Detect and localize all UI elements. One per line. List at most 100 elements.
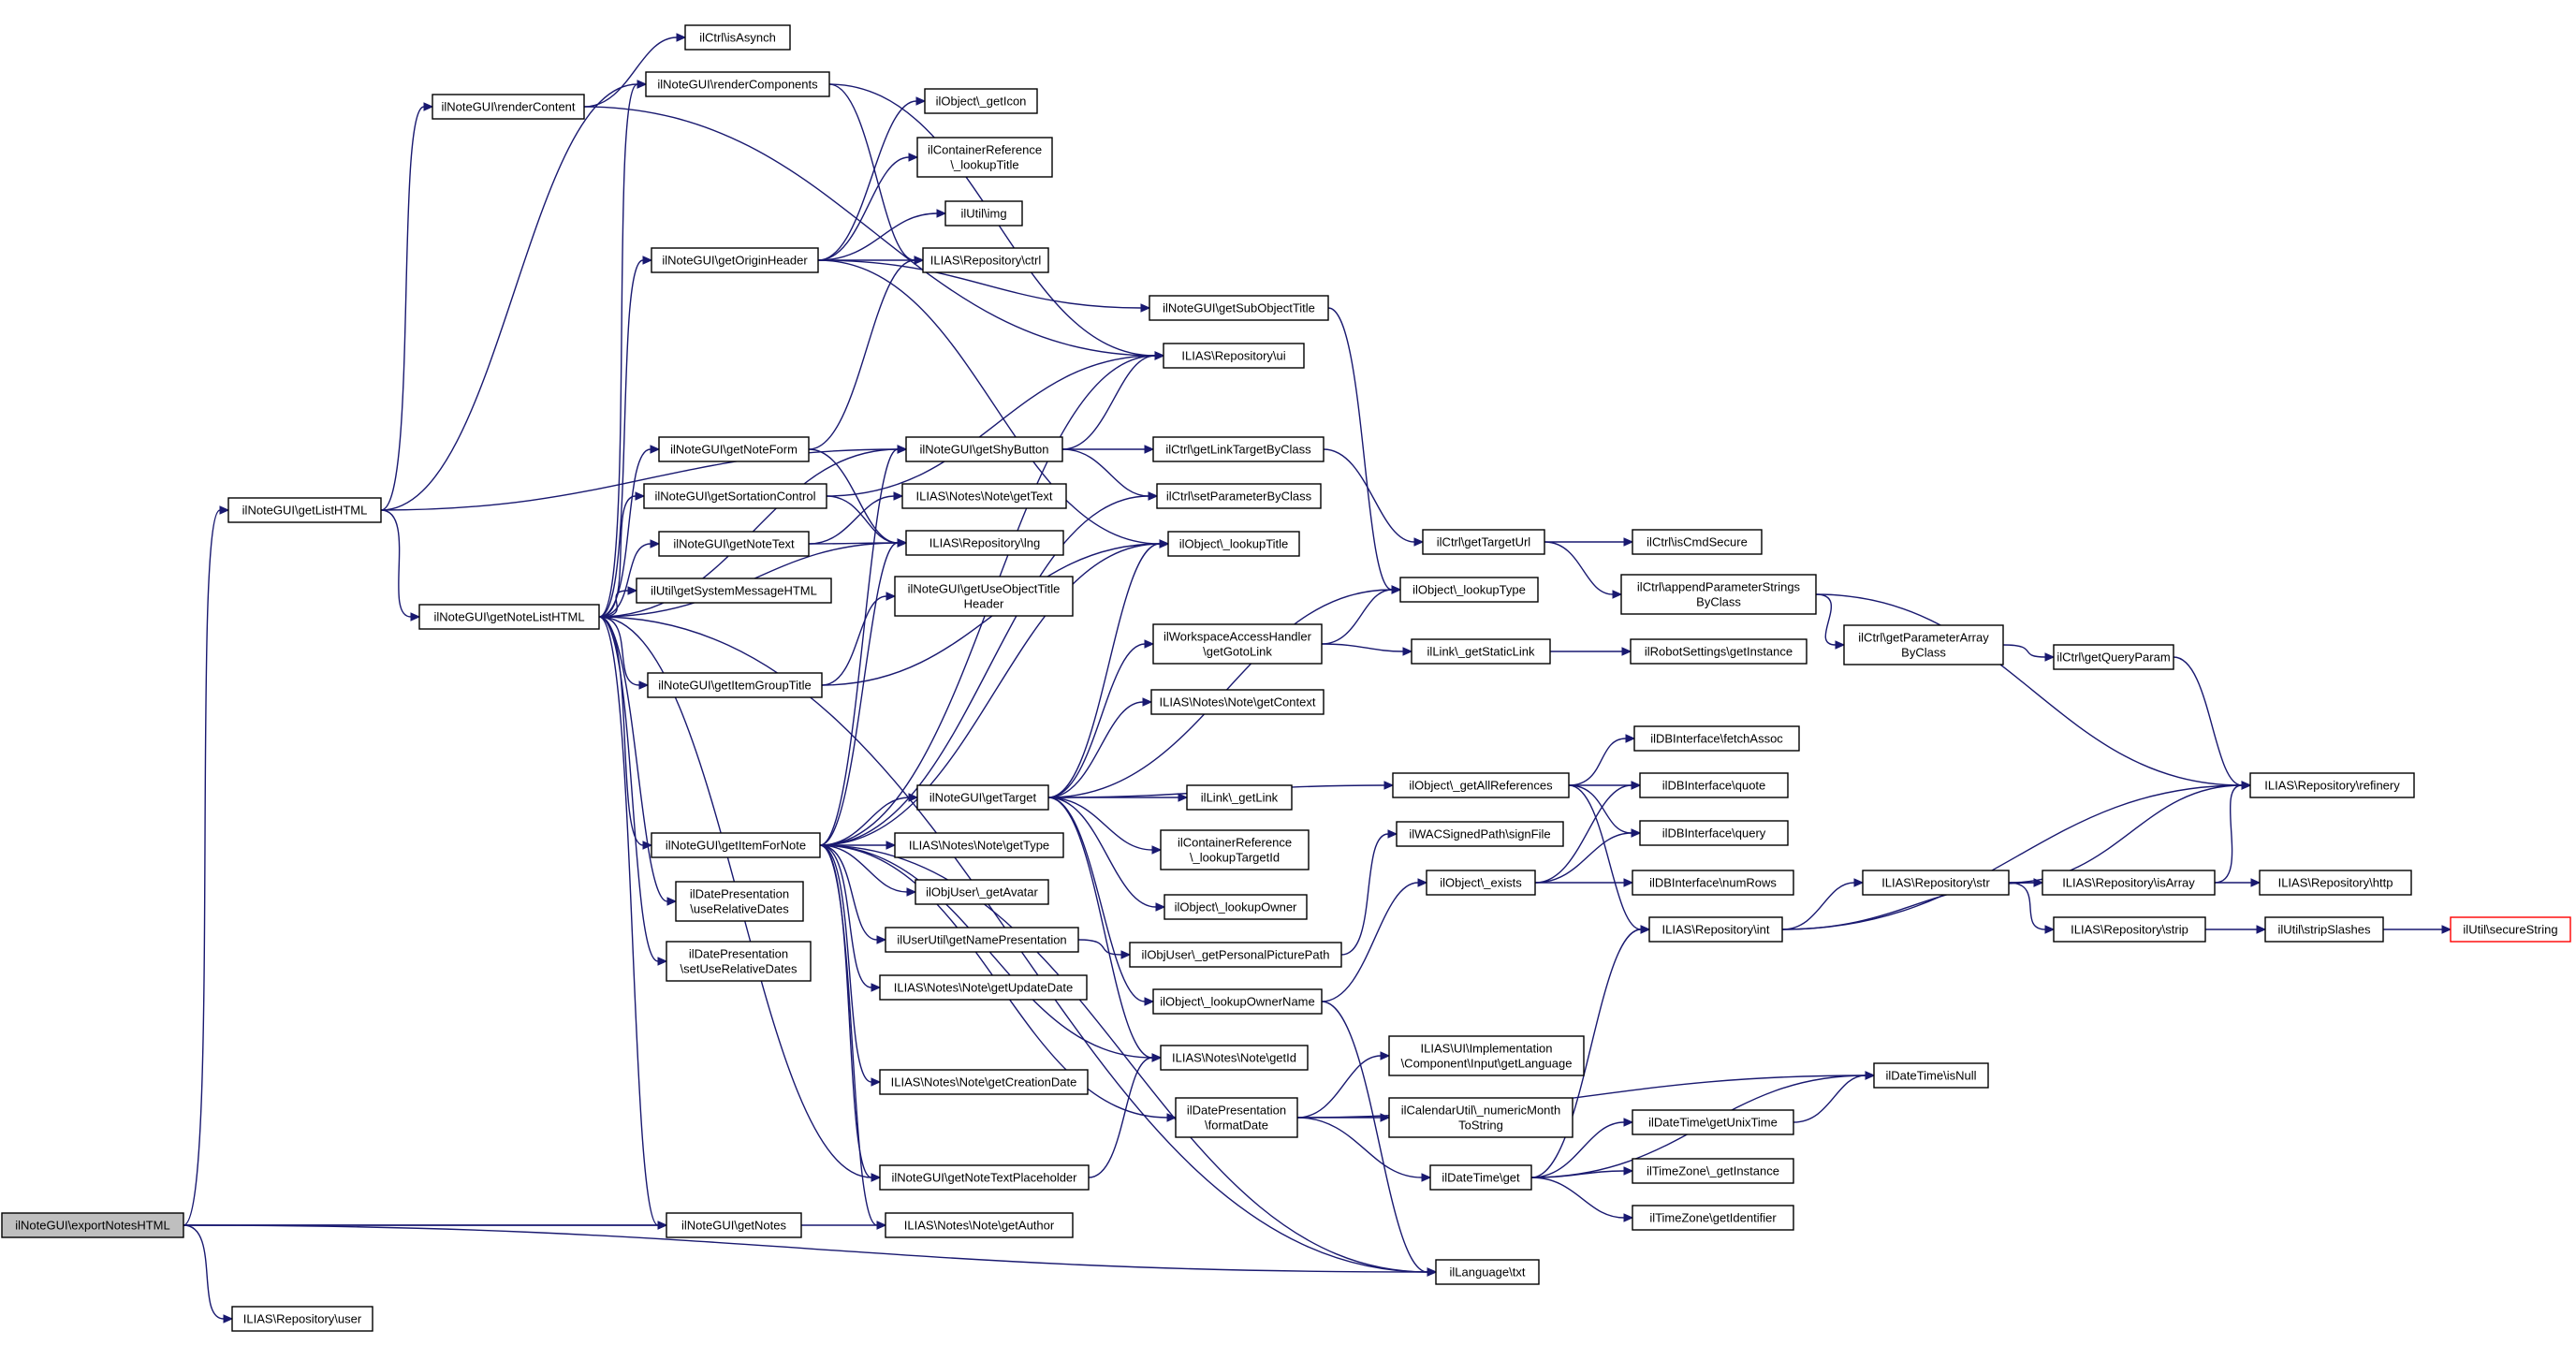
node-box[interactable] bbox=[1186, 784, 1293, 811]
node-lookupOwner[interactable]: ilObject\_lookupOwner bbox=[1164, 894, 1308, 920]
node-getNamePresentation[interactable]: ilUserUtil\getNamePresentation bbox=[885, 927, 1079, 953]
node-formatDate[interactable]: ilDatePresentation\formatDate bbox=[1175, 1097, 1298, 1138]
node-box[interactable] bbox=[1388, 1097, 1573, 1138]
node-box[interactable] bbox=[924, 88, 1038, 114]
node-renderComponents[interactable]: ilNoteGUI\renderComponents bbox=[645, 71, 830, 97]
node-quote[interactable]: ilDBInterface\quote bbox=[1639, 772, 1789, 798]
node-box[interactable] bbox=[1862, 870, 2010, 896]
node-box[interactable] bbox=[1632, 1109, 1794, 1135]
node-getNoteForm[interactable]: ilNoteGUI\getNoteForm bbox=[658, 436, 810, 462]
node-noteGetId[interactable]: ILIAS\Notes\Note\getId bbox=[1160, 1045, 1309, 1071]
node-getGotoLink[interactable]: ilWorkspaceAccessHandler\getGotoLink bbox=[1152, 623, 1323, 665]
node-box[interactable] bbox=[1630, 638, 1808, 665]
node-box[interactable] bbox=[1873, 1062, 1989, 1089]
node-box[interactable] bbox=[1632, 529, 1763, 555]
node-box[interactable] bbox=[1152, 436, 1325, 462]
node-box[interactable] bbox=[916, 784, 1049, 811]
node-box[interactable] bbox=[901, 483, 1067, 509]
node-lookupTitle[interactable]: ilObject\_lookupTitle bbox=[1167, 531, 1300, 557]
node-box[interactable] bbox=[675, 881, 804, 922]
node-box[interactable] bbox=[1129, 942, 1342, 968]
node-box[interactable] bbox=[1632, 870, 1794, 896]
node-str[interactable]: ILIAS\Repository\str bbox=[1862, 870, 2010, 896]
node-box[interactable] bbox=[1620, 574, 1817, 615]
node-exportNotesHTML[interactable]: ilNoteGUI\exportNotesHTML bbox=[1, 1212, 184, 1238]
node-box[interactable] bbox=[645, 71, 830, 97]
node-query[interactable]: ilDBInterface\query bbox=[1639, 820, 1789, 846]
node-box[interactable] bbox=[2053, 644, 2174, 670]
node-box[interactable] bbox=[1175, 1097, 1298, 1138]
node-box[interactable] bbox=[894, 576, 1074, 617]
node-box[interactable] bbox=[666, 941, 812, 982]
node-box[interactable] bbox=[1156, 483, 1322, 509]
node-box[interactable] bbox=[1633, 725, 1800, 752]
node-int[interactable]: ILIAS\Repository\int bbox=[1648, 916, 1783, 943]
node-getTarget[interactable]: ilNoteGUI\getTarget bbox=[916, 784, 1049, 811]
node-box[interactable] bbox=[651, 832, 821, 858]
node-getListHTML[interactable]: ilNoteGUI\getListHTML bbox=[227, 497, 382, 523]
node-getNoteListHTML[interactable]: ilNoteGUI\getNoteListHTML bbox=[418, 604, 600, 630]
node-box[interactable] bbox=[1388, 1035, 1585, 1076]
node-robotGetInstance[interactable]: ilRobotSettings\getInstance bbox=[1630, 638, 1808, 665]
node-box[interactable] bbox=[1429, 1164, 1532, 1191]
node-box[interactable] bbox=[1639, 820, 1789, 846]
node-box[interactable] bbox=[879, 1069, 1089, 1095]
node-getLanguage[interactable]: ILIAS\UI\Implementation\Component\Input\… bbox=[1388, 1035, 1585, 1076]
node-getShyButton[interactable]: ilNoteGUI\getShyButton bbox=[905, 436, 1063, 462]
node-box[interactable] bbox=[905, 436, 1063, 462]
node-getSystemMessageHTML[interactable]: ilUtil\getSystemMessageHTML bbox=[636, 578, 832, 604]
node-getUnixTime[interactable]: ilDateTime\getUnixTime bbox=[1632, 1109, 1794, 1135]
node-box[interactable] bbox=[231, 1306, 373, 1332]
node-box[interactable] bbox=[1152, 623, 1323, 665]
node-getNoteTextPlaceholder[interactable]: ilNoteGUI\getNoteTextPlaceholder bbox=[879, 1164, 1090, 1191]
node-box[interactable] bbox=[643, 483, 827, 509]
node-img[interactable]: ilUtil\img bbox=[944, 200, 1023, 227]
node-lookupType[interactable]: ilObject\_lookupType bbox=[1399, 577, 1539, 603]
node-getNotes[interactable]: ilNoteGUI\getNotes bbox=[666, 1212, 802, 1238]
node-box[interactable] bbox=[894, 832, 1064, 858]
node-http[interactable]: ILIAS\Repository\http bbox=[2259, 870, 2412, 896]
node-box[interactable] bbox=[651, 247, 819, 273]
node-box[interactable] bbox=[227, 497, 382, 523]
node-getAvatar[interactable]: ilObjUser\_getAvatar bbox=[915, 879, 1049, 905]
node-box[interactable] bbox=[915, 879, 1049, 905]
node-getSubObjectTitle[interactable]: ilNoteGUI\getSubObjectTitle bbox=[1149, 295, 1329, 321]
node-box[interactable] bbox=[1632, 1205, 1794, 1231]
node-getPersonalPicturePath[interactable]: ilObjUser\_getPersonalPicturePath bbox=[1129, 942, 1342, 968]
node-getQueryParam[interactable]: ilCtrl\getQueryParam bbox=[2053, 644, 2174, 670]
node-box[interactable] bbox=[658, 436, 810, 462]
node-getLinkTargetByClass[interactable]: ilCtrl\getLinkTargetByClass bbox=[1152, 436, 1325, 462]
node-box[interactable] bbox=[916, 137, 1053, 178]
node-box[interactable] bbox=[1150, 689, 1325, 715]
node-useRelativeDates[interactable]: ilDatePresentation\useRelativeDates bbox=[675, 881, 804, 922]
node-box[interactable] bbox=[1399, 577, 1539, 603]
node-box[interactable] bbox=[1163, 343, 1305, 369]
node-getTargetUrl[interactable]: ilCtrl\getTargetUrl bbox=[1422, 529, 1545, 555]
node-dateTimeGet[interactable]: ilDateTime\get bbox=[1429, 1164, 1532, 1191]
node-noteGetText[interactable]: ILIAS\Notes\Note\getText bbox=[901, 483, 1067, 509]
node-box[interactable] bbox=[647, 672, 823, 698]
node-box[interactable] bbox=[2264, 916, 2384, 943]
node-box[interactable] bbox=[879, 1164, 1090, 1191]
node-signFile[interactable]: ilWACSignedPath\signFile bbox=[1396, 821, 1564, 847]
node-getLink[interactable]: ilLink\_getLink bbox=[1186, 784, 1293, 811]
node-isCmdSecure[interactable]: ilCtrl\isCmdSecure bbox=[1632, 529, 1763, 555]
node-box[interactable] bbox=[922, 247, 1049, 273]
node-box[interactable] bbox=[2053, 916, 2206, 943]
node-box[interactable] bbox=[944, 200, 1023, 227]
node-box[interactable] bbox=[885, 1212, 1074, 1238]
node-getItemForNote[interactable]: ilNoteGUI\getItemForNote bbox=[651, 832, 821, 858]
node-getIdentifier[interactable]: ilTimeZone\getIdentifier bbox=[1632, 1205, 1794, 1231]
node-noteGetType[interactable]: ILIAS\Notes\Note\getType bbox=[894, 832, 1064, 858]
node-box[interactable] bbox=[1422, 529, 1545, 555]
node-box[interactable] bbox=[1167, 531, 1300, 557]
node-getUpdateDate[interactable]: ILIAS\Notes\Note\getUpdateDate bbox=[879, 974, 1088, 1001]
node-getItemGroupTitle[interactable]: ilNoteGUI\getItemGroupTitle bbox=[647, 672, 823, 698]
node-box[interactable] bbox=[1152, 988, 1323, 1015]
node-box[interactable] bbox=[2259, 870, 2412, 896]
node-isNull[interactable]: ilDateTime\isNull bbox=[1873, 1062, 1989, 1089]
node-box[interactable] bbox=[1160, 1045, 1309, 1071]
